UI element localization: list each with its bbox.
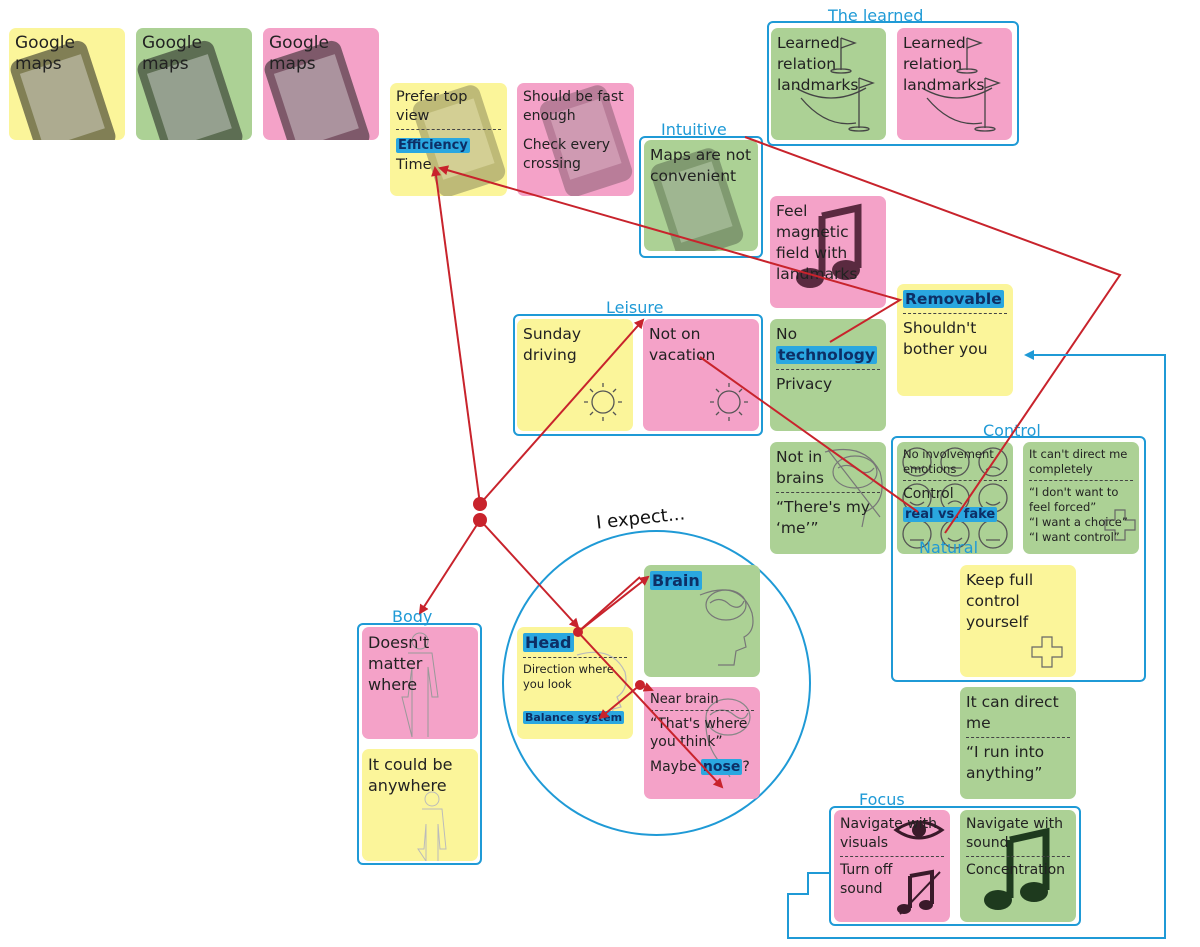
arrow-to-efficiency: [431, 166, 481, 505]
leisure-label: Leisure: [606, 298, 664, 317]
note-brain: Brain: [644, 565, 760, 677]
focus-label: Focus: [859, 790, 905, 809]
head-highlight: Head: [523, 633, 574, 652]
arrow-to-body: [418, 519, 481, 615]
natural-label: Natural: [919, 538, 979, 557]
note-near-brain: Near brain “That's where you think” Mayb…: [644, 687, 760, 799]
note-could-be-anywhere: It could be anywhere: [362, 749, 478, 861]
note-keep-full-control: Keep full control yourself: [960, 565, 1076, 677]
junction-dot: [473, 497, 487, 511]
intuitive-label: Intuitive: [661, 120, 727, 139]
removable-highlight: Removable: [903, 290, 1004, 308]
control-label: Control: [983, 421, 1041, 440]
note-removable: Removable Shouldn't bother you: [897, 284, 1013, 396]
the-learned-label: The learned: [828, 6, 924, 25]
efficiency-highlight: Efficiency: [396, 138, 470, 153]
note-not-on-vacation: Not on vacation: [643, 319, 759, 431]
note-google-maps-pink: Google maps: [263, 28, 379, 140]
brain-highlight: Brain: [650, 571, 702, 590]
balance-system-highlight: Balance system: [523, 711, 625, 724]
note-doesnt-matter-where: Doesn't matter where: [362, 627, 478, 739]
body-label: Body: [392, 607, 433, 626]
note-navigate-visuals: Navigate with visuals Turn off sound: [834, 810, 950, 922]
junction-dot: [473, 513, 487, 527]
note-head: Head Direction where you look Balance sy…: [517, 627, 633, 739]
body-frame: [357, 623, 482, 865]
i-expect-label: I expect...: [595, 503, 686, 534]
note-not-in-brains: Not in brains “There's my ‘me’”: [770, 442, 886, 554]
note-google-maps-yellow: Google maps: [9, 28, 125, 140]
maybe-question-mark: ?: [742, 759, 750, 775]
note-google-maps-green: Google maps: [136, 28, 252, 140]
nose-highlight: nose: [700, 759, 743, 775]
maybe-text: Maybe: [650, 759, 697, 775]
note-sunday-driving: Sunday driving: [517, 319, 633, 431]
note-navigate-sound: Navigate with sound Concentration: [960, 810, 1076, 922]
note-maps-not-convenient: Maps are not convenient: [644, 140, 758, 251]
note-learned-relation-1: Learned relation landmarks: [771, 28, 886, 140]
note-prefer-top-view: Prefer top view Efficiency Time: [390, 83, 507, 196]
technology-highlight: technology: [776, 346, 877, 364]
note-learned-relation-2: Learned relation landmarks: [897, 28, 1012, 140]
note-cant-direct-completely: It can't direct me completely “I don't w…: [1023, 442, 1139, 554]
note-should-be-fast: Should be fast enough Check every crossi…: [517, 83, 634, 196]
real-vs-fake-highlight: real vs. fake: [903, 507, 998, 522]
note-no-technology: No technology Privacy: [770, 319, 886, 431]
note-feel-magnetic-field: Feel magnetic field with landmarks: [770, 196, 886, 308]
note-it-can-direct-me: It can direct me “I run into anything”: [960, 687, 1076, 799]
